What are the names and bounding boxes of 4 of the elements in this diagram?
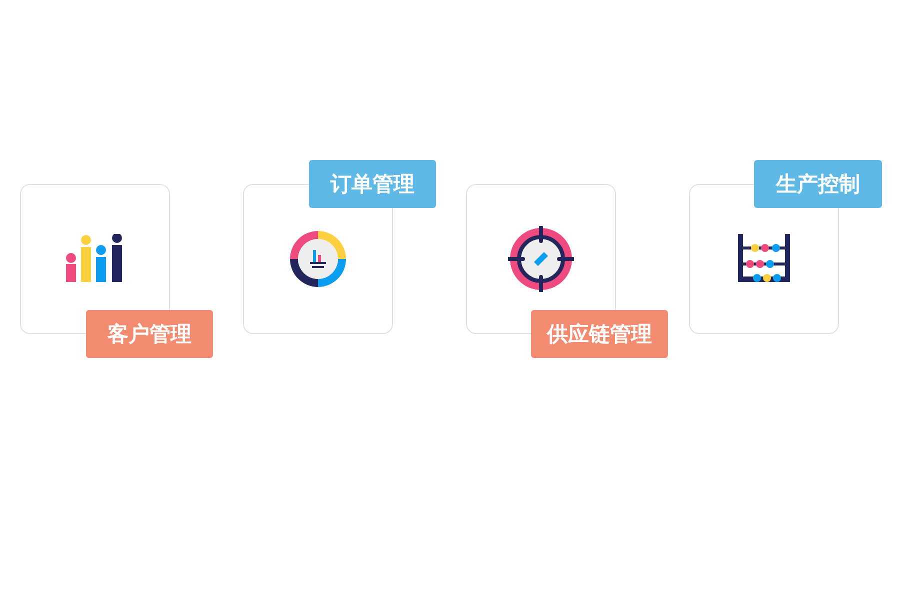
title-tag: 客户管理	[86, 310, 213, 358]
title-tag: 供应链管理	[531, 310, 668, 358]
title-tag: 生产控制	[754, 160, 882, 208]
title-tag: 订单管理	[309, 160, 436, 208]
